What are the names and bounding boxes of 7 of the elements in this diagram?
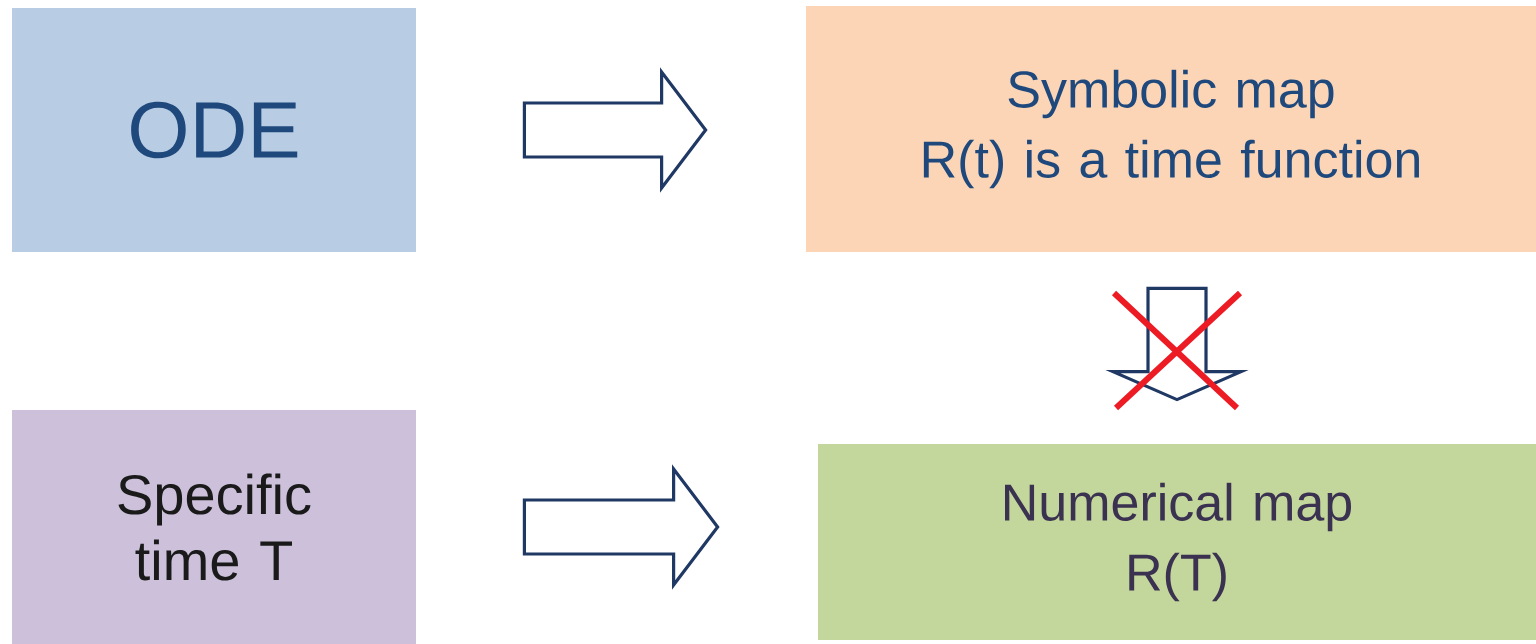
block-arrow bbox=[522, 67, 708, 193]
text-box: Specific time T bbox=[12, 410, 416, 644]
block-arrow bbox=[522, 464, 720, 590]
text-box: ODE bbox=[12, 8, 416, 252]
text-box: Symbolic map R(t) is a time function bbox=[806, 6, 1536, 252]
text-box: Numerical map R(T) bbox=[818, 444, 1536, 640]
block-arrow bbox=[1105, 286, 1249, 402]
